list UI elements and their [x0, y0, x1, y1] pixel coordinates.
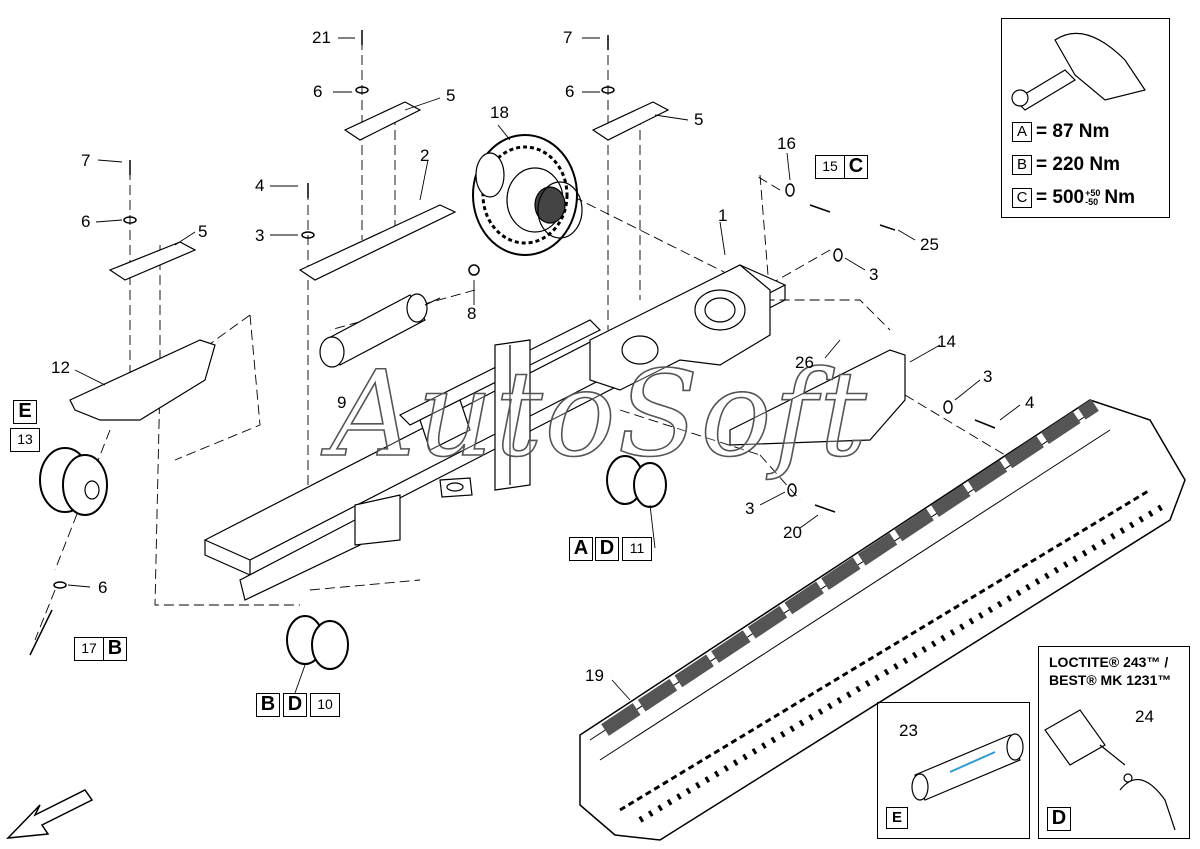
part-label-25: 25 — [920, 235, 939, 254]
part-label-6: 6 — [98, 578, 108, 597]
top-roller-11 — [606, 455, 667, 508]
part-label-23: 23 — [899, 721, 918, 740]
part-label-19: 19 — [585, 666, 604, 685]
loctite-line-2: BEST® MK 1231™ — [1049, 672, 1172, 688]
torque-unit: Nm — [1104, 187, 1135, 208]
torque-value: = 220 Nm — [1036, 154, 1120, 175]
callout-letter: B — [256, 693, 280, 717]
loctite-letter: D — [1047, 807, 1071, 831]
part-label-5: 5 — [198, 222, 208, 241]
track-frame — [203, 264, 787, 601]
torque-panel: A = 87 Nm B = 220 Nm C = 500 +50 -50 Nm — [1001, 18, 1170, 218]
part-label-8: 8 — [467, 304, 477, 323]
part-label-4: 4 — [1025, 393, 1035, 412]
slide-pad-right — [591, 101, 670, 141]
tension-cylinder — [319, 293, 441, 368]
loctite-line-1: LOCTITE® 243™ / — [1049, 654, 1169, 670]
part-label-12: 12 — [51, 358, 70, 377]
part-label-6: 6 — [313, 82, 323, 101]
torque-tolerance-upper: +50 — [1085, 188, 1101, 198]
torque-row-B: B = 220 Nm — [1012, 154, 1120, 176]
part-label-6: 6 — [81, 212, 91, 231]
torque-tolerance: +50 -50 — [1085, 189, 1100, 207]
part-label-6: 6 — [565, 82, 575, 101]
part-label-4: 4 — [255, 176, 265, 195]
part-label-7: 7 — [81, 151, 91, 170]
wrench-icon — [1011, 32, 1146, 111]
slide-pad-mid — [343, 101, 422, 141]
torque-row-C: C = 500 +50 -50 Nm — [1012, 187, 1135, 209]
part-label-2: 2 — [420, 146, 430, 165]
idler-bracket — [69, 339, 216, 421]
idler-wheel — [39, 447, 108, 516]
torque-value: = 500 — [1036, 187, 1085, 208]
track-guard — [729, 349, 906, 446]
torque-row-A: A = 87 Nm — [1012, 121, 1109, 143]
part-label-7: 7 — [563, 28, 573, 47]
bolts — [29, 30, 996, 656]
loctite-panel: LOCTITE® 243™ / BEST® MK 1231™ 24 D — [1038, 646, 1190, 839]
callout-number: 10 — [310, 693, 340, 717]
torque-value: = 87 Nm — [1036, 121, 1110, 142]
callout-letter: C — [844, 155, 868, 179]
callout-number: 13 — [10, 428, 40, 452]
torque-letter: C — [1012, 188, 1032, 208]
grease-panel: 23 E — [877, 702, 1030, 839]
callout-letter: D — [283, 693, 307, 717]
grease-letter: E — [886, 807, 908, 829]
callout-number: 17 — [74, 637, 104, 661]
leader-lines — [67, 37, 1021, 701]
torque-letter: A — [1012, 122, 1032, 142]
part-label-26: 26 — [795, 353, 814, 372]
torque-tolerance-lower: -50 — [1085, 197, 1099, 207]
part-label-16: 16 — [777, 134, 796, 153]
callout-letter: D — [595, 537, 619, 561]
callout-letter: E — [13, 400, 37, 424]
callout-number: 11 — [622, 537, 652, 561]
bottom-roller-10 — [286, 615, 349, 670]
part-label-5: 5 — [694, 110, 704, 129]
callout-letter: A — [569, 537, 593, 561]
part-label-21: 21 — [312, 28, 331, 47]
callout-letter: B — [103, 637, 127, 661]
part-label-3: 3 — [255, 226, 265, 245]
grease-tube-icon — [911, 733, 1024, 801]
part-label-18: 18 — [490, 103, 509, 122]
part-label-24: 24 — [1135, 707, 1154, 726]
part-label-3: 3 — [983, 367, 993, 386]
direction-arrow — [6, 789, 94, 839]
part-label-5: 5 — [446, 86, 456, 105]
loctite-bottle-icon — [1044, 709, 1176, 831]
part-label-9: 9 — [337, 393, 347, 412]
cover-plate-2 — [298, 204, 457, 281]
torque-letter: B — [1012, 155, 1032, 175]
part-label-3: 3 — [869, 265, 879, 284]
part-label-14: 14 — [937, 332, 956, 351]
part-label-3: 3 — [745, 499, 755, 518]
slide-pad-left — [108, 241, 197, 281]
part-label-1: 1 — [718, 206, 728, 225]
callout-number: 15 — [815, 155, 845, 179]
drive-sprocket — [472, 134, 583, 256]
part-label-20: 20 — [783, 523, 802, 542]
track-chain — [579, 399, 1186, 841]
